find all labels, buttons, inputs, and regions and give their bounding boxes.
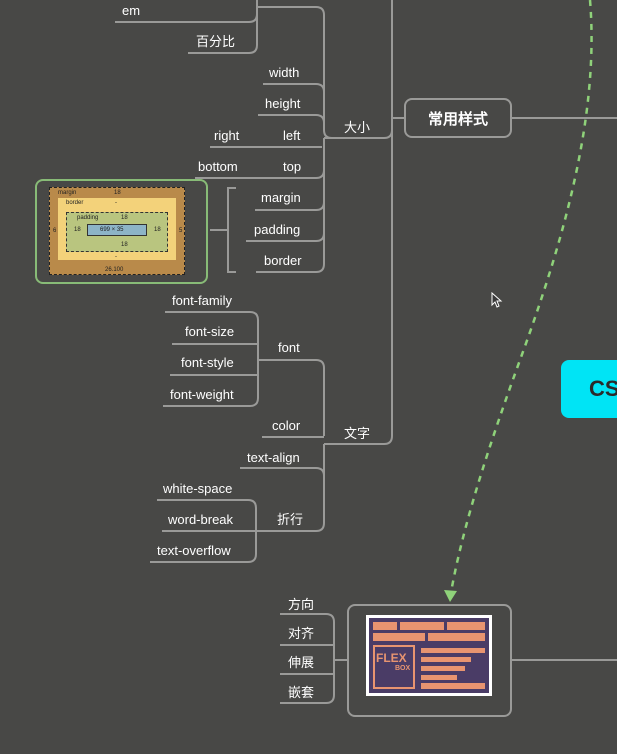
node-align[interactable]: 对齐	[288, 626, 315, 641]
node-white-space[interactable]: white-space	[163, 481, 233, 496]
node-width[interactable]: width	[269, 65, 300, 80]
node-direction[interactable]: 方向	[288, 597, 315, 612]
mouse-pointer-icon	[491, 292, 503, 308]
fb-flex-text: FLEX	[376, 651, 407, 665]
node-right[interactable]: right	[214, 128, 240, 143]
node-font-weight[interactable]: font-weight	[170, 387, 234, 402]
box-model-content: 699 × 35	[87, 224, 147, 236]
node-bottom[interactable]: bottom	[198, 159, 238, 174]
bm-left-outer: 6	[53, 228, 57, 234]
css-root-node[interactable]: CS	[561, 360, 617, 418]
node-font-family[interactable]: font-family	[172, 293, 232, 308]
fb-line	[421, 683, 485, 689]
group-font[interactable]: font	[278, 340, 300, 355]
bm-padding-top: 18	[121, 215, 128, 221]
fb-box-outline	[373, 645, 415, 689]
box-model-image: margin 18 6 5 26.100 border - - padding …	[35, 179, 208, 284]
common-styles-node[interactable]: 常用样式	[404, 98, 512, 138]
node-font-style[interactable]: font-style	[181, 355, 234, 370]
node-em[interactable]: em	[122, 3, 141, 18]
node-word-break[interactable]: word-break	[168, 512, 234, 527]
fb-bar	[373, 622, 397, 630]
node-height[interactable]: height	[265, 96, 301, 111]
bm-right-outer: 5	[179, 228, 183, 234]
box-model-padding: padding 18 18 18 18 699 × 35	[66, 212, 168, 252]
fb-line	[421, 648, 485, 653]
fb-box-text: BOX	[395, 665, 411, 672]
fb-line	[421, 675, 457, 680]
node-padding[interactable]: padding	[254, 222, 301, 237]
bm-padding-label: padding	[77, 215, 99, 221]
node-text-overflow[interactable]: text-overflow	[157, 543, 231, 558]
bm-margin-label: margin	[58, 190, 77, 196]
group-wrap[interactable]: 折行	[277, 512, 304, 527]
dashed-arrow-icon	[448, 0, 593, 599]
box-model-border: border - - padding 18 18 18 18 699 × 35	[58, 198, 176, 260]
fb-bar	[400, 622, 444, 630]
group-size[interactable]: 大小	[344, 120, 371, 135]
node-color[interactable]: color	[272, 418, 301, 433]
node-border[interactable]: border	[264, 253, 302, 268]
node-left[interactable]: left	[283, 128, 301, 143]
flexbox-image-inner: FLEX BOX	[369, 618, 489, 693]
bm-left-inner: 18	[74, 227, 81, 233]
fb-bar	[447, 622, 485, 630]
node-grow[interactable]: 伸展	[288, 655, 315, 670]
bm-padding-bottom: 18	[121, 242, 128, 248]
bm-margin-top: 18	[114, 190, 121, 196]
fb-bar	[373, 633, 425, 641]
node-percent[interactable]: 百分比	[196, 34, 236, 49]
bm-right-inner: 18	[154, 227, 161, 233]
node-margin[interactable]: margin	[261, 190, 301, 205]
bm-margin-bottom: 26.100	[105, 267, 124, 273]
node-nesting[interactable]: 嵌套	[288, 685, 315, 700]
node-top[interactable]: top	[283, 159, 302, 174]
fb-line	[421, 666, 465, 671]
group-text[interactable]: 文字	[344, 426, 371, 441]
bm-content-size: 699 × 35	[100, 227, 124, 233]
box-model-margin: margin 18 6 5 26.100 border - - padding …	[49, 187, 185, 275]
bm-border-label: border	[66, 200, 84, 206]
node-text-align[interactable]: text-align	[247, 450, 300, 465]
fb-bar	[428, 633, 485, 641]
bm-border-top: -	[115, 200, 117, 206]
node-font-size[interactable]: font-size	[185, 324, 235, 339]
fb-line	[421, 657, 471, 662]
flexbox-image: FLEX BOX	[366, 615, 492, 696]
flexbox-node[interactable]	[347, 604, 512, 717]
bm-border-bottom: -	[115, 254, 117, 260]
